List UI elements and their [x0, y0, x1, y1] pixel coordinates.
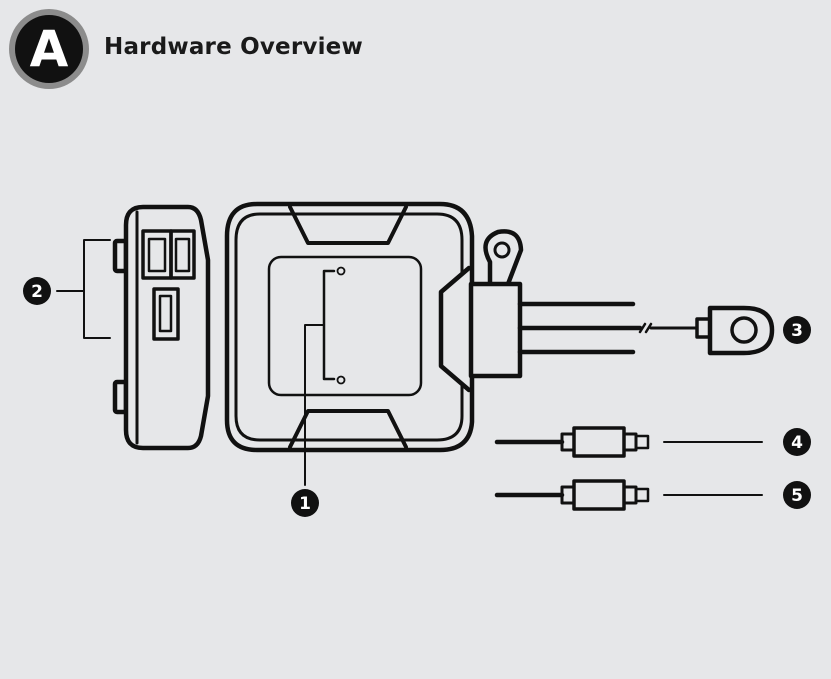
callout-4: 4: [783, 428, 811, 456]
power-cable: [517, 301, 699, 355]
cable-4: [494, 426, 763, 458]
svg-text:3: 3: [791, 321, 803, 341]
section-letter: A: [15, 15, 83, 83]
callout-5: 5: [783, 481, 811, 509]
svg-text:4: 4: [791, 433, 803, 453]
svg-text:2: 2: [31, 282, 43, 302]
callout-3: 3: [783, 316, 811, 344]
cable-5: [494, 479, 763, 511]
callout-1: 1: [291, 489, 319, 517]
ring-terminal: [695, 305, 775, 356]
callout-2-bracket: [56, 239, 111, 339]
svg-text:1: 1: [299, 494, 311, 514]
callout-2: 2: [23, 277, 51, 305]
hdmi-port: [152, 287, 180, 341]
device-side-view: [112, 204, 211, 451]
callout-1-leader: [304, 324, 325, 486]
svg-text:5: 5: [791, 486, 803, 506]
device-front-view: [224, 201, 475, 453]
page-title: Hardware Overview: [104, 34, 363, 60]
section-badge: A: [9, 9, 89, 89]
usb-ports: [141, 229, 196, 280]
